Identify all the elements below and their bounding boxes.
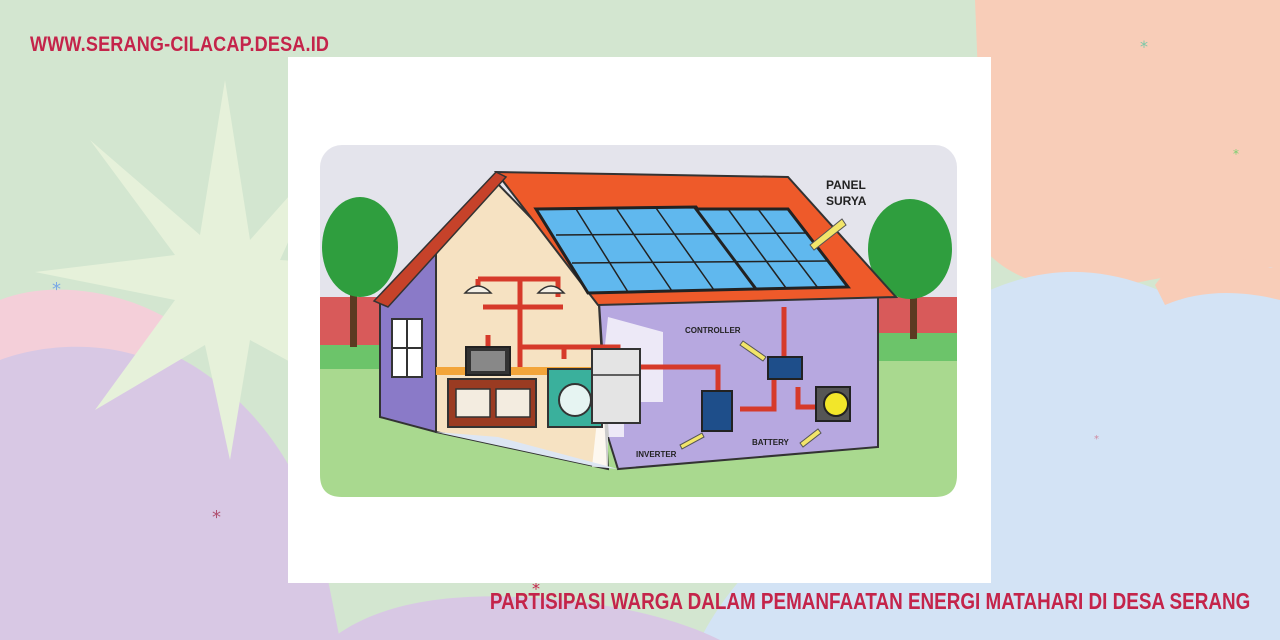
site-url[interactable]: WWW.SERANG-CILACAP.DESA.ID: [30, 33, 330, 56]
article-headline[interactable]: PARTISIPASI WARGA DALAM PEMANFAATAN ENER…: [489, 588, 1250, 614]
label-inverter: INVERTER: [636, 450, 677, 459]
svg-text:*: *: [1140, 37, 1148, 56]
svg-text:*: *: [1233, 147, 1239, 161]
tree-left: [322, 197, 398, 347]
svg-text:*: *: [1094, 434, 1099, 445]
svg-text:*: *: [532, 579, 540, 598]
svg-text:*: *: [52, 279, 61, 300]
tree-right: [868, 199, 952, 339]
solar-house-illustration: PANEL SURYA CONTROLLER BATTERY INVERTER: [288, 57, 991, 583]
label-panel-surya-line2: SURYA: [826, 194, 867, 208]
solar-panels: [533, 205, 851, 295]
label-controller: CONTROLLER: [685, 326, 741, 335]
label-battery: BATTERY: [752, 438, 790, 447]
label-panel-surya-line1: PANEL: [826, 178, 866, 192]
svg-text:*: *: [212, 507, 221, 528]
